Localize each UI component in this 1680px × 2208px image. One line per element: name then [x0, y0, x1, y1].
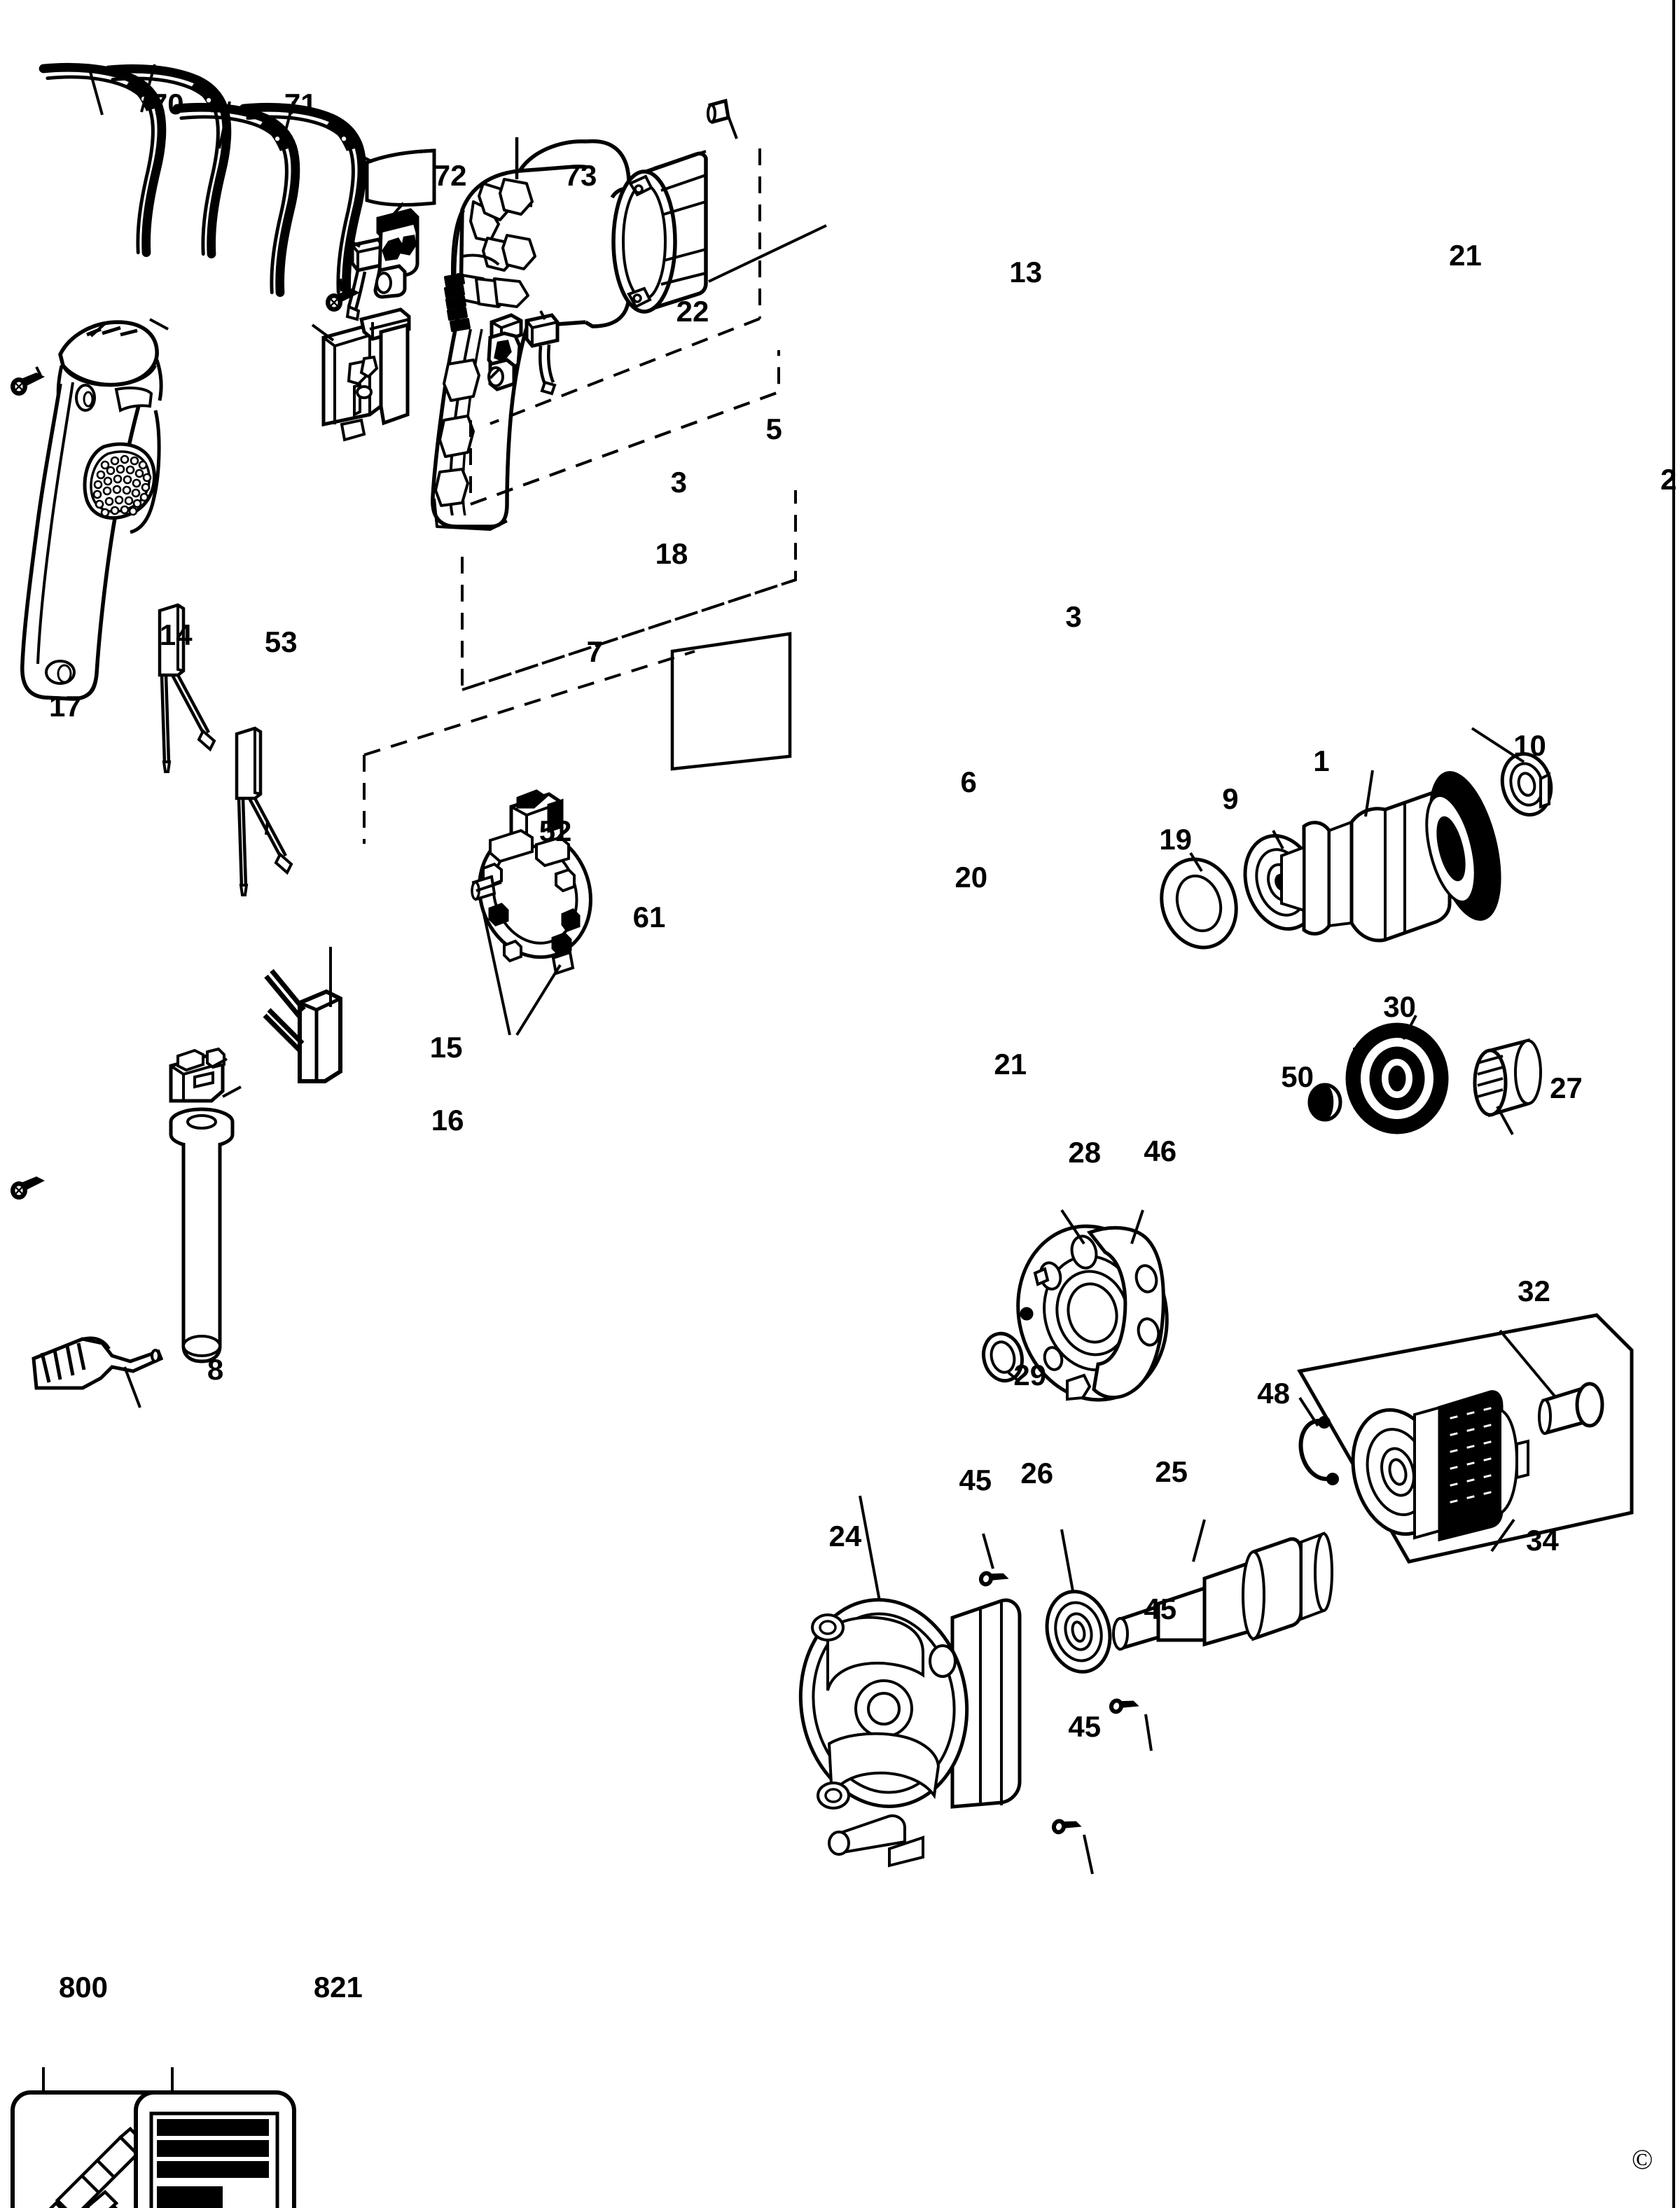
- pin-21-top: [707, 98, 730, 125]
- chuck-callout-box: [670, 632, 792, 771]
- part-label-18: 18: [655, 536, 688, 570]
- part-label-19: 19: [1159, 822, 1193, 856]
- cord-clamp-5: [373, 208, 419, 299]
- part-label-1: 1: [1313, 744, 1330, 777]
- part-label-46: 46: [1144, 1134, 1177, 1168]
- part-label-25: 25: [1155, 1455, 1188, 1489]
- part-label-27: 27: [1550, 1071, 1583, 1105]
- connector-3-lower: [525, 313, 560, 396]
- part-label-29: 29: [1013, 1359, 1047, 1392]
- screw-45-b: [1107, 1694, 1141, 1721]
- part-label-45-b: 45: [1144, 1592, 1177, 1626]
- part-label-800: 800: [58, 1970, 109, 2004]
- depth-rod-16: [169, 1107, 235, 1363]
- part-label-48: 48: [1257, 1377, 1290, 1410]
- part-label-21-top: 21: [1449, 238, 1482, 272]
- cord-72: [177, 107, 296, 292]
- part-label-20: 20: [954, 860, 988, 894]
- gear-case-cover-24: [798, 1598, 1022, 1868]
- part-label-30: 30: [1383, 990, 1416, 1024]
- manual-icon: [149, 2111, 279, 2208]
- washer-19: [1160, 857, 1238, 950]
- part-label-13: 13: [1009, 255, 1043, 289]
- screw-17: [9, 371, 46, 397]
- part-label-50: 50: [1281, 1060, 1314, 1094]
- part-label-28: 28: [1068, 1136, 1102, 1169]
- part-label-10: 10: [1513, 728, 1546, 762]
- brush-holder-6: [487, 313, 523, 391]
- spindle-25: [1112, 1532, 1333, 1651]
- part-label-6: 6: [960, 765, 977, 798]
- part-label-61: 61: [632, 901, 666, 934]
- armature-1: [1280, 790, 1452, 943]
- part-label-32: 32: [1518, 1275, 1550, 1308]
- part-label-73: 73: [564, 158, 597, 192]
- switch-assembly-7: [321, 307, 411, 442]
- part-label-821: 821: [313, 1970, 363, 2004]
- armature-bevel-gear: [1425, 771, 1501, 921]
- part-label-16: 16: [431, 1104, 464, 1137]
- part-label-72: 72: [433, 158, 467, 192]
- bearing-10: [1500, 752, 1553, 817]
- ball-bearing-26: [1045, 1590, 1112, 1674]
- part-label-8: 8: [207, 1353, 224, 1387]
- capacitor-61: [263, 968, 342, 1083]
- part-label-7: 7: [586, 634, 604, 668]
- part-label-17: 17: [48, 689, 82, 723]
- bearing-cup-29: [982, 1331, 1024, 1383]
- spindle-gear-30: [1345, 1022, 1449, 1134]
- part-label-45-a: 45: [959, 1464, 992, 1497]
- part-label-9: 9: [1222, 782, 1239, 815]
- part-label-24: 24: [828, 1520, 862, 1553]
- nameplate-22: [365, 148, 436, 207]
- screw-45-c: [1050, 1814, 1083, 1841]
- chuck-screw-32: [1538, 1382, 1604, 1436]
- part-label-45-c: 45: [1068, 1710, 1102, 1744]
- part-label-22: 22: [676, 294, 709, 328]
- part-label-70: 70: [151, 87, 184, 120]
- thrust-pin-50: [1307, 1083, 1342, 1122]
- cord-protector-8: [32, 1336, 164, 1390]
- gear-case-28: [1016, 1224, 1169, 1402]
- part-label-15: 15: [429, 1031, 463, 1064]
- part-label-2: 2: [1660, 462, 1677, 496]
- part-label-3-top: 3: [670, 465, 687, 499]
- copyright-mark: ©: [1632, 2144, 1653, 2175]
- part-label-71: 71: [284, 87, 317, 120]
- brush-ring-20: [471, 789, 592, 975]
- screw-45-a: [977, 1567, 1011, 1593]
- part-label-5: 5: [765, 412, 782, 445]
- part-label-52: 52: [539, 814, 572, 847]
- part-label-14: 14: [159, 618, 193, 651]
- part-label-21-armature: 21: [994, 1048, 1027, 1081]
- field-stator-2: [611, 150, 708, 314]
- part-label-26: 26: [1020, 1457, 1054, 1490]
- carbon-brush-52: [237, 728, 291, 895]
- needle-bearing-27: [1473, 1038, 1542, 1118]
- part-label-53: 53: [264, 625, 298, 658]
- part-label-3-lower: 3: [1065, 599, 1082, 633]
- depth-rod-clamp-15: [169, 1047, 225, 1103]
- side-handle-14: [20, 320, 163, 701]
- keyless-chuck-34: [1351, 1390, 1529, 1542]
- screw-lower: [9, 1175, 46, 1201]
- retaining-ring-48: [1298, 1416, 1339, 1485]
- part-label-34: 34: [1526, 1524, 1559, 1557]
- cord-73: [244, 107, 362, 292]
- cord-70: [43, 67, 162, 252]
